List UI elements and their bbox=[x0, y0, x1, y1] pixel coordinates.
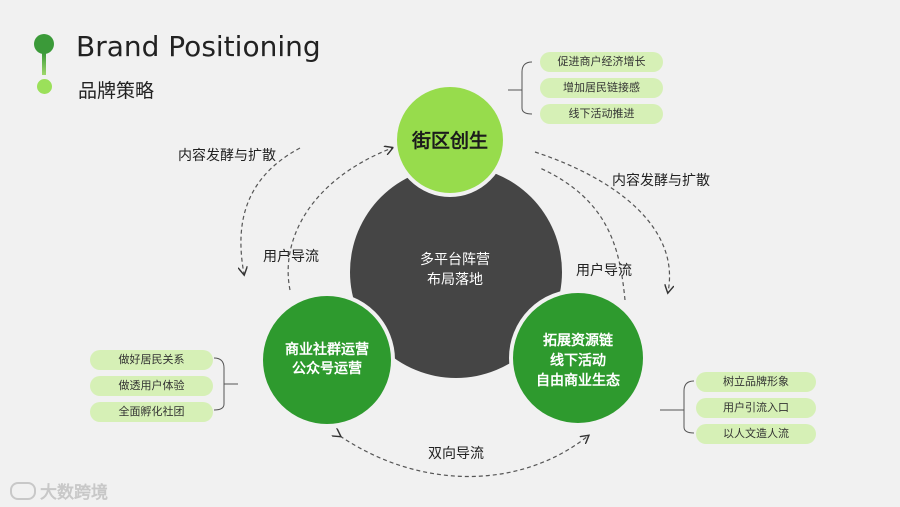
node-right-label: 拓展资源链 线下活动 自由商业生态 bbox=[511, 331, 645, 391]
flow-label-left-inner: 用户导流 bbox=[263, 249, 319, 265]
flow-arc-left-outer bbox=[241, 147, 301, 274]
node-left-line1: 商业社群运营 bbox=[285, 342, 369, 358]
pill-top-2: 增加居民链接感 bbox=[540, 78, 663, 98]
node-left-circle bbox=[259, 292, 395, 428]
flow-arc-right-inner bbox=[539, 167, 626, 301]
page-title: Brand Positioning bbox=[76, 30, 321, 63]
pill-right-1: 树立品牌形象 bbox=[696, 372, 816, 392]
flow-label-bottom: 双向导流 bbox=[428, 446, 484, 462]
pill-left-2: 做透用户体验 bbox=[90, 376, 213, 396]
flow-arc-bottom bbox=[340, 436, 588, 477]
pill-left-1: 做好居民关系 bbox=[90, 350, 213, 370]
pill-top-1: 促进商户经济增长 bbox=[540, 52, 663, 72]
pill-top-3: 线下活动推进 bbox=[540, 104, 663, 124]
node-top-label: 街区创生 bbox=[411, 130, 488, 152]
pill-left-3: 全面孵化社团 bbox=[90, 402, 213, 422]
node-left-line2: 公众号运营 bbox=[292, 361, 362, 377]
node-right-line1: 拓展资源链 bbox=[543, 333, 613, 349]
flow-label-left-outer: 内容发酵与扩散 bbox=[178, 148, 276, 164]
bracket-right bbox=[660, 380, 695, 434]
flow-label-right-inner: 用户导流 bbox=[576, 263, 632, 279]
center-label: 多平台阵营 布局落地 bbox=[380, 250, 530, 290]
node-top-circle bbox=[393, 83, 507, 197]
node-right-line2: 线下活动 bbox=[550, 353, 606, 369]
watermark-logo: 大数跨境 bbox=[10, 478, 108, 503]
bracket-top bbox=[508, 61, 533, 115]
watermark-text: 大数跨境 bbox=[40, 483, 108, 503]
title-bullet-small bbox=[37, 79, 52, 94]
watermark-icon bbox=[10, 482, 36, 500]
pill-right-3: 以人文造人流 bbox=[696, 424, 816, 444]
title-bullet-large bbox=[34, 34, 54, 54]
center-circle bbox=[350, 166, 562, 378]
flow-label-right-outer: 内容发酵与扩散 bbox=[612, 173, 710, 189]
node-right-circle bbox=[509, 289, 647, 427]
center-label-line1: 多平台阵营 bbox=[420, 252, 490, 268]
page-subtitle: 品牌策略 bbox=[78, 80, 155, 102]
node-right-line3: 自由商业生态 bbox=[536, 373, 620, 389]
node-left-label: 商业社群运营 公众号运营 bbox=[262, 341, 392, 379]
pill-right-2: 用户引流入口 bbox=[696, 398, 816, 418]
bracket-left bbox=[213, 357, 238, 411]
title-bullet-stem bbox=[42, 53, 46, 75]
center-label-line2: 布局落地 bbox=[427, 272, 483, 288]
